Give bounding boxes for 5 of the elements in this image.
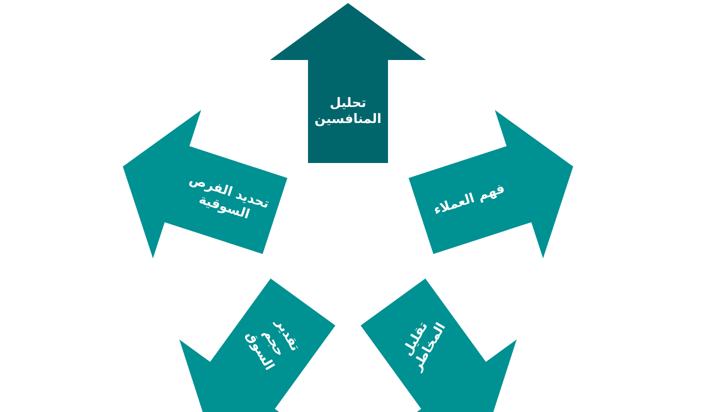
arrow-label: فهم العملاء bbox=[431, 180, 508, 220]
arrow-label: تحليل المنافسين bbox=[314, 96, 382, 128]
arrow-label: تحديد الفرص السوقية bbox=[186, 171, 272, 225]
arrow-label: تقليل المخاطر bbox=[399, 318, 450, 376]
arrow-label: تقدير حجم السوق bbox=[241, 316, 304, 376]
